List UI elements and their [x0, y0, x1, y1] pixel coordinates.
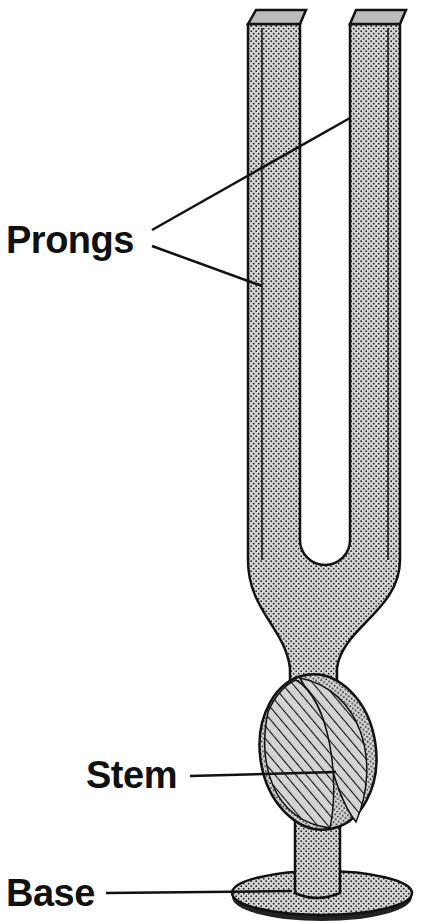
- leader-line: [152, 118, 350, 230]
- part-label: Base: [6, 874, 95, 912]
- prong-edge: [261, 28, 263, 560]
- part-label: Prongs: [6, 221, 134, 259]
- fork-prongs: [248, 24, 400, 720]
- part-label: Stem: [86, 756, 177, 794]
- leader-line: [106, 891, 292, 893]
- prong-edge: [387, 28, 389, 560]
- leader-line: [190, 772, 336, 776]
- prong-top: [248, 10, 306, 24]
- prong-top: [350, 10, 406, 24]
- leader-line: [152, 246, 262, 286]
- stem-grip: [250, 667, 387, 838]
